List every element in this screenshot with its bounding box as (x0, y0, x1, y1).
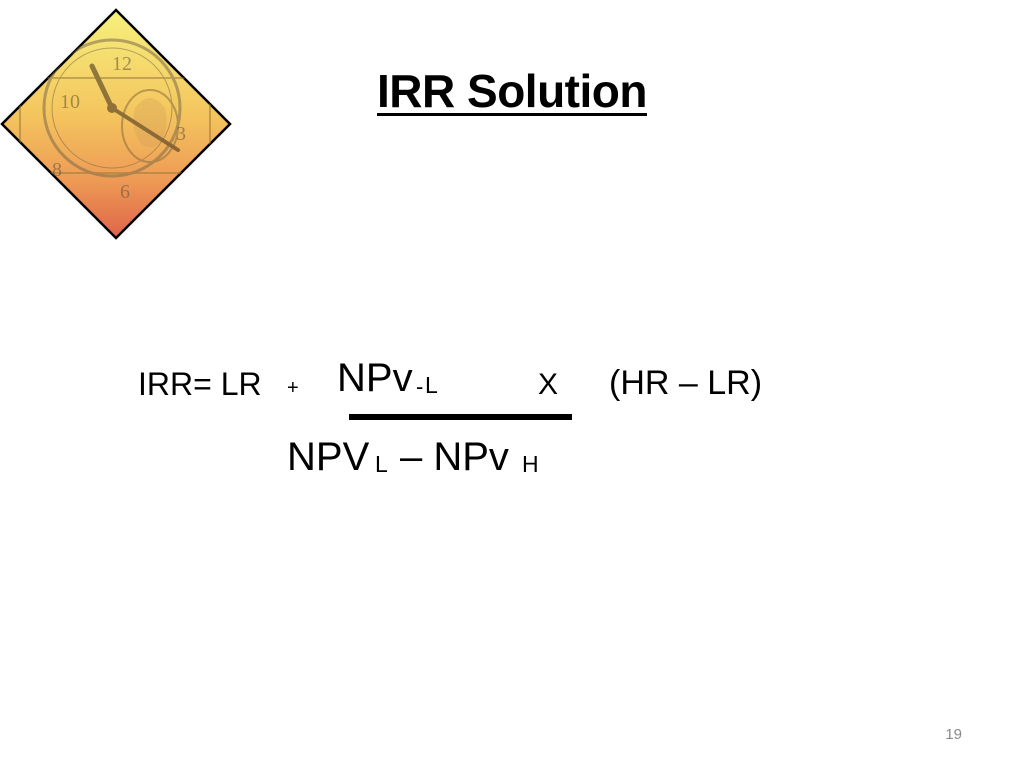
formula-hr-minus-lr: (HR – LR) (609, 364, 763, 402)
formula-denominator-a: NPV (287, 435, 370, 479)
clock-numeral: 3 (176, 123, 186, 145)
formula-plus: + (287, 377, 299, 399)
formula-denominator-a-sub: L (375, 451, 388, 477)
page-number: 19 (945, 726, 962, 743)
formula-numerator: NPv (337, 356, 413, 400)
slide-title: IRR Solution (0, 64, 1024, 119)
formula-numerator-sub: L (425, 372, 438, 398)
formula-times: X (538, 368, 559, 401)
slide-title-text: IRR Solution (377, 65, 647, 117)
formula-denominator-b: – NPv (400, 435, 509, 479)
formula-lhs: IRR= LR (138, 366, 262, 402)
clock-numeral: 6 (120, 181, 130, 203)
clock-dollar-diamond-icon: 12 10 3 8 6 (0, 8, 232, 240)
formula-numerator-sub-mark: - (416, 374, 424, 399)
formula-denominator-b-sub: H (522, 451, 539, 477)
clock-numeral: 12 (112, 53, 132, 75)
fraction-bar (349, 414, 572, 420)
clock-numeral: 10 (60, 91, 80, 113)
clock-numeral: 8 (52, 159, 62, 181)
